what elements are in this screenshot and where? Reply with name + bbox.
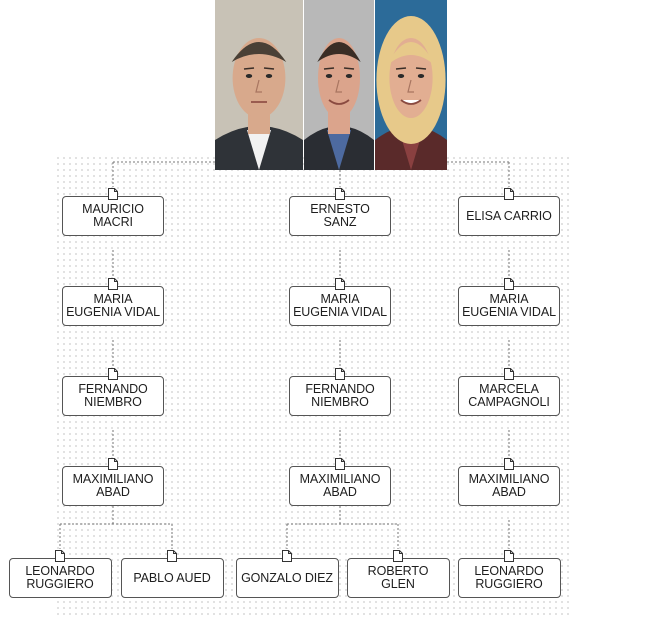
node-label: MARIA EUGENIA VIDAL — [462, 292, 556, 319]
leaf-macri-1-doc-icon — [167, 550, 177, 562]
node-macri-level-1[interactable]: MARIA EUGENIA VIDAL — [62, 286, 164, 326]
node-label: FERNANDO NIEMBRO — [305, 382, 375, 409]
node-label: MAXIMILIANO ABAD — [299, 472, 381, 499]
node-macri-level-2[interactable]: FERNANDO NIEMBRO — [62, 376, 164, 416]
node-macri-level-3[interactable]: MAXIMILIANO ABAD — [62, 466, 164, 506]
node-carrio-level-0-doc-icon — [504, 188, 514, 200]
leaf-sanz-0[interactable]: GONZALO DIEZ — [235, 558, 339, 598]
node-carrio-level-2[interactable]: MARCELA CAMPAGNOLI — [458, 376, 560, 416]
photo-ernesto-sanz — [304, 0, 374, 170]
node-carrio-level-1-doc-icon — [504, 278, 514, 290]
node-sanz-level-2[interactable]: FERNANDO NIEMBRO — [289, 376, 391, 416]
node-macri-level-0[interactable]: MAURICIO MACRI — [62, 196, 164, 236]
node-label: MARIA EUGENIA VIDAL — [66, 292, 160, 319]
leaf-macri-0-doc-icon — [55, 550, 65, 562]
leaf-sanz-1[interactable]: ROBERTO GLEN — [346, 558, 450, 598]
node-sanz-level-0-doc-icon — [335, 188, 345, 200]
leaf-macri-0[interactable]: LEONARDO RUGGIERO — [8, 558, 112, 598]
leaf-carrio-0-doc-icon — [504, 550, 514, 562]
node-label: LEONARDO RUGGIERO — [474, 564, 544, 591]
node-label: MARCELA CAMPAGNOLI — [468, 382, 550, 409]
node-macri-level-2-doc-icon — [108, 368, 118, 380]
node-label: MAXIMILIANO ABAD — [468, 472, 550, 499]
node-macri-level-0-doc-icon — [108, 188, 118, 200]
node-sanz-level-2-doc-icon — [335, 368, 345, 380]
node-carrio-level-3[interactable]: MAXIMILIANO ABAD — [458, 466, 560, 506]
leaf-sanz-1-doc-icon — [393, 550, 403, 562]
node-sanz-level-1-doc-icon — [335, 278, 345, 290]
node-sanz-level-3[interactable]: MAXIMILIANO ABAD — [289, 466, 391, 506]
node-sanz-level-1[interactable]: MARIA EUGENIA VIDAL — [289, 286, 391, 326]
node-sanz-level-3-doc-icon — [335, 458, 345, 470]
node-label: LEONARDO RUGGIERO — [25, 564, 95, 591]
node-label: MAXIMILIANO ABAD — [72, 472, 154, 499]
node-label: ELISA CARRIO — [466, 208, 552, 223]
node-macri-level-3-doc-icon — [108, 458, 118, 470]
node-macri-level-1-doc-icon — [108, 278, 118, 290]
node-label: ERNESTO SANZ — [310, 202, 370, 229]
node-label: ROBERTO GLEN — [367, 564, 429, 591]
leaf-macri-1[interactable]: PABLO AUED — [120, 558, 224, 598]
node-sanz-level-0[interactable]: ERNESTO SANZ — [289, 196, 391, 236]
node-carrio-level-3-doc-icon — [504, 458, 514, 470]
photo-elisa-carrio — [375, 0, 447, 170]
node-label: FERNANDO NIEMBRO — [78, 382, 148, 409]
node-label: MAURICIO MACRI — [82, 202, 144, 229]
node-label: GONZALO DIEZ — [241, 570, 333, 585]
photo-mauricio-macri — [215, 0, 303, 170]
node-carrio-level-2-doc-icon — [504, 368, 514, 380]
node-label: PABLO AUED — [133, 570, 211, 585]
leaf-sanz-0-doc-icon — [282, 550, 292, 562]
node-carrio-level-0[interactable]: ELISA CARRIO — [458, 196, 560, 236]
node-carrio-level-1[interactable]: MARIA EUGENIA VIDAL — [458, 286, 560, 326]
node-label: MARIA EUGENIA VIDAL — [293, 292, 387, 319]
leaf-carrio-0[interactable]: LEONARDO RUGGIERO — [457, 558, 561, 598]
